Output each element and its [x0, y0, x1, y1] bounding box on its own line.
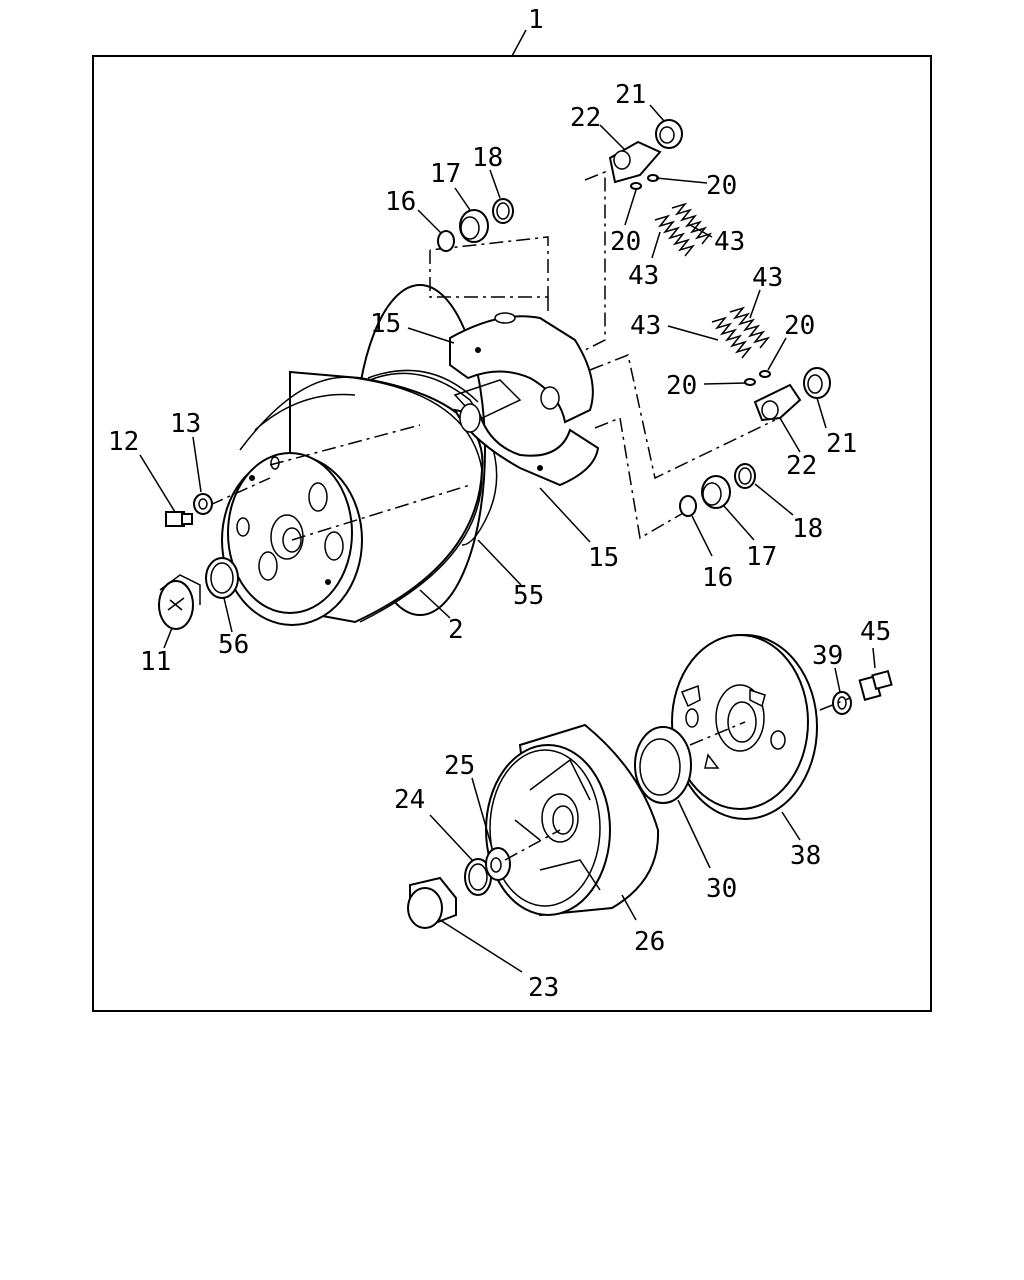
callout-26[interactable]: 26	[634, 927, 665, 957]
callout-43-upper-right[interactable]: 43	[714, 227, 745, 257]
callout-18-top[interactable]: 18	[472, 143, 503, 173]
callout-38[interactable]: 38	[790, 841, 821, 871]
callout-24[interactable]: 24	[394, 785, 425, 815]
callout-55[interactable]: 55	[513, 581, 544, 611]
callout-12[interactable]: 12	[108, 427, 139, 457]
springs-upper	[654, 202, 713, 257]
bushing-set-right	[679, 463, 756, 517]
bushing-set-top	[437, 198, 514, 252]
callout-2[interactable]: 2	[448, 615, 464, 645]
callout-43-upper-left[interactable]: 43	[628, 261, 659, 291]
callout-16-right[interactable]: 16	[702, 563, 733, 593]
callout-25[interactable]: 25	[444, 751, 475, 781]
bolt-washer-left	[165, 493, 213, 527]
callout-16-top[interactable]: 16	[385, 187, 416, 217]
callout-22-right[interactable]: 22	[786, 451, 817, 481]
callout-17-top[interactable]: 17	[430, 159, 461, 189]
pump-body-part-2	[221, 284, 486, 626]
callout-20-top-left[interactable]: 20	[610, 227, 641, 257]
callout-15-bottom[interactable]: 15	[588, 543, 619, 573]
vane-set-top	[608, 119, 683, 190]
callout-numbers: 12 13 11 56 2 55 15 15 16 17 18 22 21 20…	[108, 80, 891, 1003]
callout-39[interactable]: 39	[812, 641, 843, 671]
callout-21-top[interactable]: 21	[615, 80, 646, 110]
dash-line-middle	[589, 353, 776, 480]
callout-30[interactable]: 30	[706, 874, 737, 904]
callout-18-right[interactable]: 18	[792, 514, 823, 544]
assembly-callout[interactable]: 1	[528, 5, 544, 35]
dash-line-lower	[594, 416, 686, 540]
callout-13[interactable]: 13	[170, 409, 201, 439]
callout-11[interactable]: 11	[140, 647, 171, 677]
pulley-part-38	[671, 634, 818, 820]
callout-20-right[interactable]: 20	[784, 311, 815, 341]
callout-20-middle[interactable]: 20	[666, 371, 697, 401]
callout-23[interactable]: 23	[528, 973, 559, 1003]
rings-lower	[464, 847, 511, 896]
dash-line-body	[269, 424, 421, 466]
leader-lines	[139, 104, 876, 973]
callout-22-top[interactable]: 22	[570, 103, 601, 133]
callout-20-top-right[interactable]: 20	[706, 171, 737, 201]
callout-15-top[interactable]: 15	[370, 309, 401, 339]
plug-part-23	[407, 876, 457, 929]
housing-part-26	[485, 723, 660, 917]
callout-56[interactable]: 56	[218, 630, 249, 660]
callout-43-lower-left[interactable]: 43	[630, 311, 661, 341]
assembly-leader	[511, 29, 527, 57]
callout-21-right[interactable]: 21	[826, 429, 857, 459]
callout-17-right[interactable]: 17	[746, 542, 777, 572]
dash-line-top-right	[584, 170, 606, 351]
callout-43-lower-right[interactable]: 43	[752, 263, 783, 293]
vane-set-right	[753, 367, 831, 422]
plug-left	[158, 557, 239, 630]
callout-45[interactable]: 45	[860, 617, 891, 647]
bolt-washer-lower	[832, 669, 893, 715]
seal-part-30	[634, 726, 692, 804]
cam-ring-part-15	[449, 312, 600, 487]
springs-lower	[711, 306, 771, 386]
